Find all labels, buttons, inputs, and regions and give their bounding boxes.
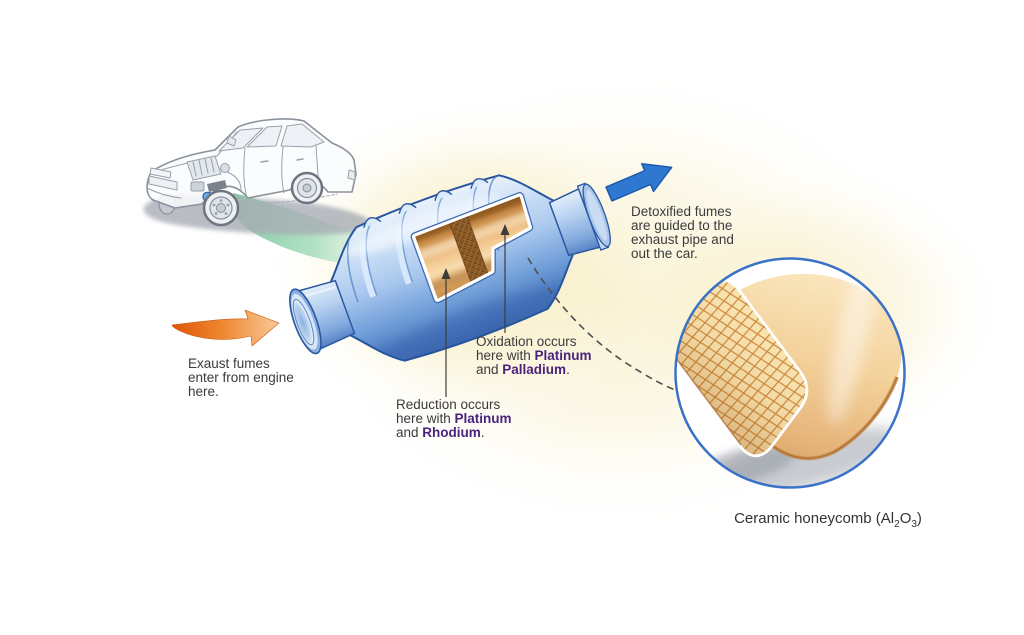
converter-rib-bumps xyxy=(363,178,489,228)
label-detoxified-out: Detoxified fumes are guided to the exhau… xyxy=(631,205,734,261)
label-oxidation: Oxidation occurs here with Platinum and … xyxy=(476,335,592,377)
car-front-wheel xyxy=(202,189,240,227)
label-line: are guided to the xyxy=(631,218,733,233)
metal-rhodium: Rhodium xyxy=(422,425,481,440)
label-line: here with Platinum xyxy=(396,411,512,426)
zoom-dashed-leader xyxy=(527,257,679,392)
oxidation-leader-line xyxy=(500,224,510,333)
label-reduction: Reduction occurs here with Platinum and … xyxy=(396,398,512,440)
car-windshield xyxy=(218,127,264,152)
metal-platinum: Platinum xyxy=(534,348,592,363)
label-line: Oxidation occurs xyxy=(476,334,577,349)
label-line: Reduction occurs xyxy=(396,397,501,412)
car-illustration xyxy=(143,118,370,235)
label-line: Detoxified fumes xyxy=(631,204,732,219)
label-line: out the car. xyxy=(631,246,698,261)
label-line: here with Platinum xyxy=(476,348,592,363)
label-line: here. xyxy=(188,384,219,399)
exhaust-out-arrow-icon xyxy=(605,163,673,202)
converter-outlet-pipe xyxy=(548,182,611,257)
exhaust-in-arrow-icon xyxy=(171,309,280,347)
car-rear-wheel xyxy=(290,171,324,205)
label-line: enter from engine xyxy=(188,370,294,385)
honeycomb-closeup xyxy=(674,257,906,489)
catalyst-separator-band xyxy=(448,213,493,291)
label-exhaust-in: Exaust fumes enter from engine here. xyxy=(188,357,294,399)
closeup-ring xyxy=(674,257,906,489)
metal-platinum: Platinum xyxy=(454,411,512,426)
converter-inlet-pipe xyxy=(289,279,356,355)
label-line: and Rhodium. xyxy=(396,425,485,440)
reduction-leader-line xyxy=(441,268,451,397)
label-line: and Palladium. xyxy=(476,362,570,377)
catalytic-converter xyxy=(289,174,611,362)
car-engine xyxy=(186,155,242,192)
metal-palladium: Palladium xyxy=(502,362,567,377)
label-line: Exaust fumes xyxy=(188,356,270,371)
label-line: exhaust pipe and xyxy=(631,232,734,247)
label-ceramic-honeycomb: Ceramic honeycomb (Al2O3) xyxy=(734,510,922,530)
